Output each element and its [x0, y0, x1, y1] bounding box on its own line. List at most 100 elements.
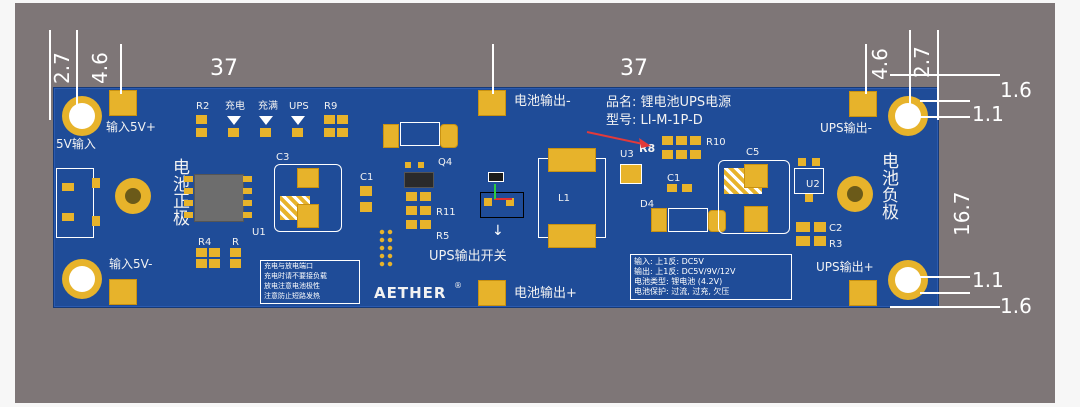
- spec-line-3: 电池类型: 锂电池 (4.2V): [634, 277, 723, 286]
- axis-marker-y: [494, 184, 496, 199]
- dim-top-left-a: 2.7: [50, 52, 74, 84]
- designator-r3: R3: [829, 239, 843, 250]
- diode-d4: [668, 208, 708, 232]
- dim-line-right-top-3: [920, 116, 970, 118]
- dim-line-center: [492, 44, 494, 94]
- chip-u1: [194, 174, 244, 222]
- dim-top-left-b: 4.6: [88, 52, 112, 84]
- designator-ups: UPS: [289, 101, 309, 112]
- mount-hole-bottom-right: [888, 260, 928, 300]
- spec-box: [630, 254, 792, 300]
- label-battery-out-plus: 电池输出+: [514, 286, 577, 301]
- warning-line-3: 放电注意电池极性: [264, 282, 320, 290]
- designator-r9: R9: [324, 101, 338, 112]
- designator-r5: R5: [436, 231, 450, 242]
- dim-height: 16.7: [950, 191, 974, 236]
- dim-right-top-1: 1.6: [1000, 78, 1032, 102]
- dim-right-bottom-2: 1.6: [1000, 294, 1032, 318]
- warning-line-2: 充电时请不要接负载: [264, 272, 327, 280]
- dim-line-right-top-1: [890, 74, 1000, 76]
- spec-line-1: 输入: 上1反: DC5V: [634, 257, 704, 266]
- designator-u3: U3: [620, 149, 634, 160]
- dim-line-right-bottom-3: [890, 306, 1000, 308]
- dim-line-left-mid: [76, 30, 78, 110]
- label-input-5v-minus: 输入5V-: [109, 257, 153, 271]
- dim-right-bottom-1: 1.1: [972, 268, 1004, 292]
- led-charging-icon: [227, 116, 241, 125]
- registered-mark: ®: [454, 281, 462, 290]
- label-battery-negative: 电池负极: [878, 152, 898, 220]
- switch-down-arrow-icon: ↓: [492, 223, 504, 239]
- mount-hole-bottom-left: [62, 259, 102, 299]
- designator-d4: D4: [640, 199, 655, 210]
- dim-top-span-left: 37: [210, 56, 238, 81]
- usb-connector: [56, 168, 94, 238]
- input-5v-minus-pad: [109, 279, 137, 305]
- dim-line-left-outer: [49, 30, 51, 120]
- dim-line-right-bottom-1: [920, 276, 970, 278]
- dim-top-span-right: 37: [620, 56, 648, 81]
- designator-u1: U1: [252, 227, 266, 238]
- input-5v-plus-pad: [109, 90, 137, 116]
- diode-d5: [400, 122, 440, 146]
- capacitor-c3: [274, 164, 342, 232]
- dim-top-right-b: 2.7: [910, 46, 934, 78]
- warning-box: [260, 260, 360, 304]
- battery-out-plus-pad: [478, 280, 506, 306]
- ups-switch-outline: [480, 192, 524, 218]
- warning-line-4: 注意防止短路发热: [264, 292, 320, 300]
- label-ups-out-minus: UPS输出-: [820, 121, 872, 135]
- warning-line-1: 充电与放电端口: [264, 262, 313, 270]
- designator-charged: 充满: [258, 101, 278, 112]
- battery-positive-pad: [115, 178, 151, 214]
- label-battery-out-minus: 电池输出-: [514, 94, 571, 109]
- designator-l1: L1: [558, 193, 570, 204]
- label-model: 型号: LI-M-1P-D: [606, 113, 703, 128]
- designator-c1-right: C1: [667, 173, 681, 184]
- label-5v-input: 5V输入: [56, 137, 96, 151]
- designator-r10: R10: [706, 137, 726, 148]
- designator-r4: R4: [198, 237, 212, 248]
- led-charged-icon: [259, 116, 273, 125]
- dim-right-top-2: 1.1: [972, 102, 1004, 126]
- dim-line-right-mid: [909, 30, 911, 110]
- designator-c5: C5: [746, 147, 760, 158]
- designator-charging: 充电: [225, 101, 245, 112]
- brand-logo: AETHER: [374, 284, 447, 302]
- designator-c2: C2: [829, 223, 843, 234]
- dim-top-right-a: 4.6: [868, 48, 892, 80]
- label-product-name: 品名: 锂电池UPS电源: [606, 95, 732, 110]
- spec-line-2: 输出: 上1反: DC5V/9V/12V: [634, 267, 736, 276]
- designator-r11: R11: [436, 207, 456, 218]
- mount-hole-top-left: [62, 96, 102, 136]
- battery-out-minus-pad: [478, 90, 506, 116]
- designator-c1-left: C1: [360, 172, 374, 183]
- designator-u2: U2: [806, 179, 820, 190]
- chip-u3: [620, 164, 642, 184]
- led-ups-icon: [291, 116, 305, 125]
- designator-q4: Q4: [438, 157, 453, 168]
- designator-r8: R8: [639, 142, 656, 155]
- capacitor-c5: [718, 160, 790, 234]
- dim-line-right-inner: [865, 44, 867, 94]
- dim-line-right-top-2: [920, 100, 970, 102]
- designator-r: R: [232, 237, 239, 248]
- ups-out-minus-pad: [849, 91, 877, 117]
- transistor-q4: [404, 172, 434, 188]
- spec-line-4: 电池保护: 过流, 过充, 欠压: [634, 287, 730, 296]
- pcb-board: 输入5V+ 5V输入 输入5V- 电池正极 电池负极 电池输出- 电池输出+ U…: [53, 87, 939, 308]
- axis-marker-x: [494, 198, 512, 200]
- ups-out-plus-pad: [849, 280, 877, 306]
- annotation-arrow-icon: [586, 131, 651, 148]
- dim-line-right-bottom-2: [920, 292, 970, 294]
- label-battery-positive: 电池正极: [169, 158, 189, 226]
- label-input-5v-plus: 输入5V+: [106, 120, 156, 134]
- designator-r2: R2: [196, 101, 210, 112]
- label-ups-switch: UPS输出开关: [429, 249, 507, 264]
- designator-c3: C3: [276, 152, 290, 163]
- via-grid: [378, 228, 394, 268]
- label-ups-out-plus: UPS输出+: [816, 260, 874, 274]
- battery-negative-pad: [837, 176, 873, 212]
- dim-line-left-inner: [120, 44, 122, 94]
